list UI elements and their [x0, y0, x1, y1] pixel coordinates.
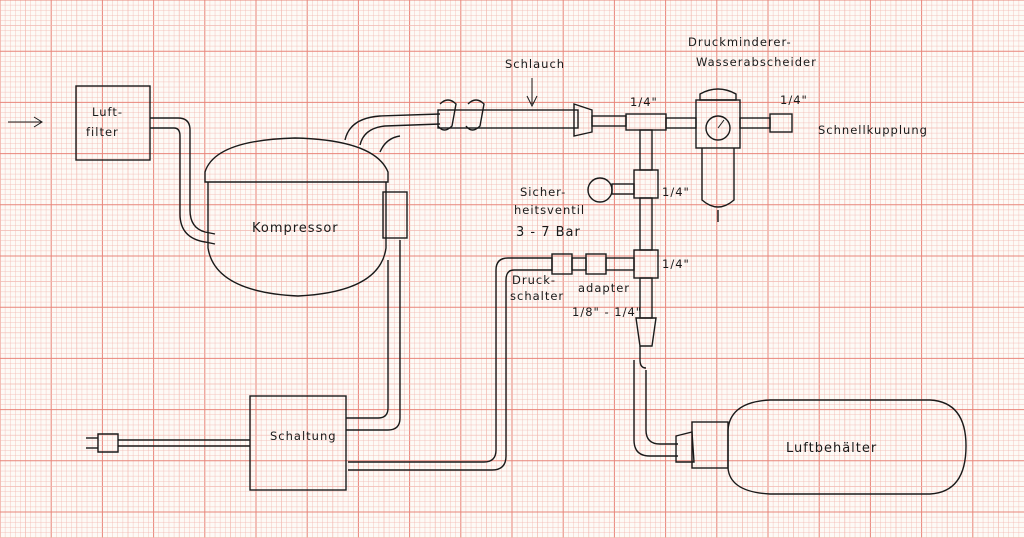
control-wiring [346, 240, 401, 431]
hose-label: Schlauch [505, 57, 565, 71]
safety-valve-label-line1: Sicher- [520, 185, 566, 199]
regulator-label-line2: Wasserabscheider [696, 55, 817, 69]
regulator-nipple [665, 117, 697, 129]
fitting-label-1: 1/4" [630, 95, 658, 109]
pressure-switch-label-line2: schalter [510, 289, 564, 303]
adapter-label-line2: 1/8" - 1/4" [572, 305, 642, 319]
control-box-label: Schaltung [270, 429, 337, 443]
air-filter-box [75, 85, 151, 161]
vertical-manifold [633, 129, 659, 369]
hose-pointer-arrow-icon [526, 78, 538, 108]
fitting-label-3: 1/4" [662, 185, 690, 199]
outlet-pipe [344, 113, 441, 153]
safety-valve [587, 177, 635, 203]
tank-pipe [633, 360, 695, 463]
air-tank [691, 399, 967, 495]
control-box [249, 395, 347, 491]
regulator-label-line1: Druckminderer- [688, 35, 792, 49]
pressure-regulator [695, 88, 793, 222]
air-filter-label-line2: filter [86, 125, 119, 139]
pressure-switch-branch [348, 253, 635, 471]
fitting-label-2: 1/4" [780, 93, 808, 107]
fitting-label-4: 1/4" [662, 257, 690, 271]
filter-pipe [150, 117, 216, 245]
compressor [204, 137, 408, 297]
hose [437, 99, 627, 137]
air-tank-label: Luftbehälter [786, 441, 877, 456]
top-tee-fitting [625, 113, 667, 131]
safety-valve-label-line2: heitsventil [514, 203, 585, 217]
air-filter-label-line1: Luft- [92, 105, 123, 119]
compressor-label: Kompressor [252, 221, 339, 236]
adapter-label-line1: adapter [578, 281, 630, 295]
quick-coupling-label: Schnellkupplung [818, 123, 928, 137]
safety-valve-pressure: 3 - 7 Bar [516, 225, 581, 240]
pressure-switch-label-line1: Druck- [512, 273, 556, 287]
inlet-arrow-icon [8, 116, 43, 128]
power-plug-icon [86, 433, 250, 453]
